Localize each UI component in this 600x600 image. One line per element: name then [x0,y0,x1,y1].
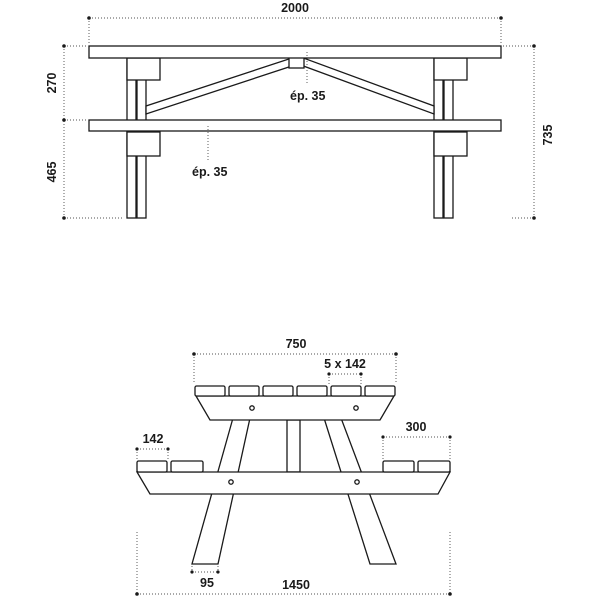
seat-plank [170,460,204,473]
seat-plank [136,460,168,473]
cleat-left-top [126,57,161,81]
cleat-right-seat [433,131,468,157]
cleat-right-top [433,57,468,81]
top-planks [194,385,396,397]
brace-left [145,55,299,115]
seat-depth-label: 300 [406,420,427,434]
top-height-label: 270 [45,73,59,94]
center-post [286,419,301,473]
cleat-left-seat [126,131,161,157]
top-plank [262,385,294,397]
end-view: 750 5 x 142 142 300 95 14 [135,337,452,596]
side-view: ép. 35 ép. 35 2000 270 465 735 [45,1,555,220]
top-plank [194,385,226,397]
top-thickness-label: ép. 35 [290,89,325,103]
top-plank [296,385,328,397]
bolt-seat-right [354,479,360,485]
brace-right [297,55,435,115]
table-top [88,45,502,59]
bolt-top-left [249,405,255,411]
seat-frame [135,471,452,495]
width-label: 2000 [281,1,309,15]
seat-plank-label: 142 [143,432,164,446]
top-plank [228,385,260,397]
overall-depth-label: 1450 [282,578,310,592]
leg-width-label: 95 [200,576,214,590]
top-cleat [194,395,396,421]
top-plank [364,385,396,397]
bolt-top-right [353,405,359,411]
bolt-seat-left [228,479,234,485]
top-depth-label: 750 [286,337,307,351]
seat-plank [382,460,415,473]
top-plank [330,385,362,397]
seat-height-label: 465 [45,162,59,183]
plank-count-label: 5 x 142 [324,357,366,371]
seat-board [88,119,502,132]
seat-thickness-label: ép. 35 [192,165,227,179]
total-height-label: 735 [541,125,555,146]
seat-plank [417,460,451,473]
